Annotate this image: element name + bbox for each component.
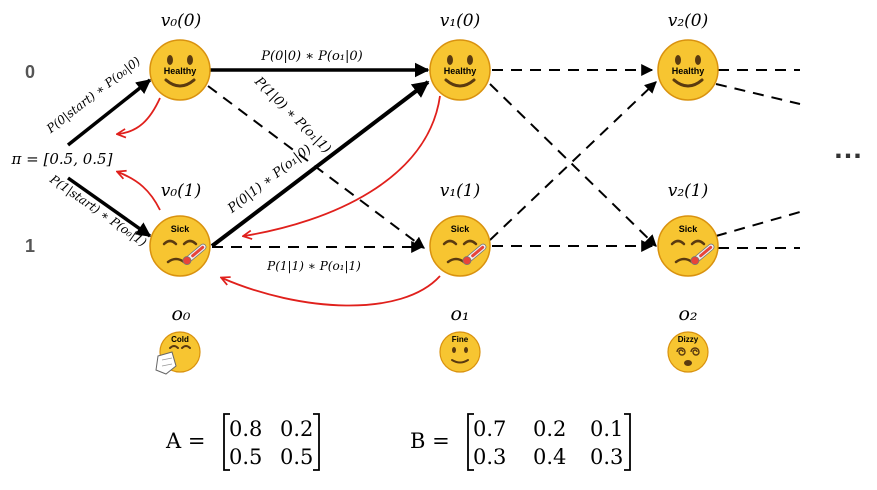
healthy1-to-sick2-edge xyxy=(489,83,657,247)
matrix-b-cell: 0.2 xyxy=(533,417,566,441)
matrix-b-cell: 0.1 xyxy=(590,417,623,441)
transition-matrix-a: A = 0.8 0.2 0.5 0.5 xyxy=(165,413,320,471)
matrix-a-cell: 0.8 xyxy=(229,417,262,441)
backtrack-healthy1-arrow xyxy=(244,95,441,236)
healthy-state-node-1: Healthy xyxy=(429,39,491,101)
matrix-b-left-bracket xyxy=(467,413,474,471)
face-with-thermometer-icon xyxy=(657,215,719,277)
matrix-b-cell: 0.7 xyxy=(473,417,506,441)
matrix-a-right-bracket xyxy=(313,413,320,471)
smiling-face-icon xyxy=(429,39,491,101)
sneezing-face-icon xyxy=(155,331,201,375)
start-to-sick-label: P(1|start) ∗ P(o₀|1) xyxy=(46,172,149,250)
matrix-a-left-bracket xyxy=(223,413,230,471)
sick-node-word: Sick xyxy=(171,224,191,234)
healthy2-down-continue-edge xyxy=(715,83,801,105)
face-with-thermometer-icon xyxy=(149,215,211,277)
observation-word-cold: Cold xyxy=(171,335,189,344)
healthy-node-word: Healthy xyxy=(164,66,197,76)
continuation-ellipsis: … xyxy=(833,132,863,165)
matrix-b-cell: 0.3 xyxy=(590,445,623,469)
healthy0-to-healthy1-label: P(0|0) ∗ P(o₁|0) xyxy=(260,49,363,64)
observation-cold: Cold xyxy=(155,331,201,375)
sick-node-word: Sick xyxy=(679,224,699,234)
node-title-v0-sick: v₀(1) xyxy=(161,181,202,201)
healthy-node-word: Healthy xyxy=(672,66,705,76)
node-title-v1-healthy: v₁(0) xyxy=(440,11,481,31)
initial-distribution-label: π = [0.5, 0.5] xyxy=(11,150,113,168)
dizzy-face-icon xyxy=(667,331,709,373)
matrix-b-cell: 0.4 xyxy=(533,445,566,469)
healthy0-to-sick1-label: P(1|0) ∗ P(o₁|1) xyxy=(251,74,334,157)
observation-symbol-0: o₀ xyxy=(171,303,190,325)
smiling-face-icon xyxy=(149,39,211,101)
face-with-thermometer-icon xyxy=(429,215,491,277)
sick0-to-sick1-label: P(1|1) ∗ P(o₁|1) xyxy=(266,259,361,273)
observation-word-dizzy: Dizzy xyxy=(678,335,699,344)
backtrack-sick0-arrow xyxy=(118,172,161,211)
sick-node-word: Sick xyxy=(451,224,471,234)
node-title-v1-sick: v₁(1) xyxy=(440,181,481,201)
sick2-up-continue-edge xyxy=(715,211,801,237)
node-title-v2-healthy: v₂(0) xyxy=(668,11,709,31)
node-title-v0-healthy: v₀(0) xyxy=(161,11,202,31)
start-to-healthy-edge xyxy=(66,78,152,147)
matrix-a-cell: 0.5 xyxy=(229,445,262,469)
sick-state-node-1: Sick xyxy=(429,215,491,277)
slightly-smiling-face-icon xyxy=(439,331,481,373)
observation-symbol-1: o₁ xyxy=(450,303,469,325)
matrix-b-right-bracket xyxy=(624,413,631,471)
backtrack-healthy0-arrow xyxy=(118,97,161,134)
sick1-to-healthy2-edge xyxy=(489,81,657,241)
observation-dizzy: Dizzy xyxy=(667,331,709,373)
row-label-sick: 1 xyxy=(25,236,35,256)
backtrack-sick1-arrow xyxy=(222,275,441,307)
healthy-state-node-2: Healthy xyxy=(657,39,719,101)
smiling-face-icon xyxy=(657,39,719,101)
emission-matrix-b: B = 0.7 0.2 0.1 0.3 0.4 0.3 xyxy=(410,413,631,471)
node-title-v2-sick: v₂(1) xyxy=(668,181,709,201)
healthy-node-word: Healthy xyxy=(444,66,477,76)
sick-state-node-0: Sick xyxy=(149,215,211,277)
healthy-state-node-0: Healthy xyxy=(149,39,211,101)
matrix-b-cell: 0.3 xyxy=(473,445,506,469)
start-to-sick-edge xyxy=(66,176,152,238)
sick-state-node-2: Sick xyxy=(657,215,719,277)
matrix-a-name: A = xyxy=(165,429,205,453)
row-label-healthy: 0 xyxy=(25,62,35,82)
observation-symbol-2: o₂ xyxy=(678,303,697,325)
matrix-b-name: B = xyxy=(410,429,450,453)
matrix-a-cell: 0.5 xyxy=(280,445,313,469)
sick0-to-healthy1-edge xyxy=(210,80,430,248)
observation-word-fine: Fine xyxy=(452,335,469,344)
observation-fine: Fine xyxy=(439,331,481,373)
matrix-a-cell: 0.2 xyxy=(280,417,313,441)
